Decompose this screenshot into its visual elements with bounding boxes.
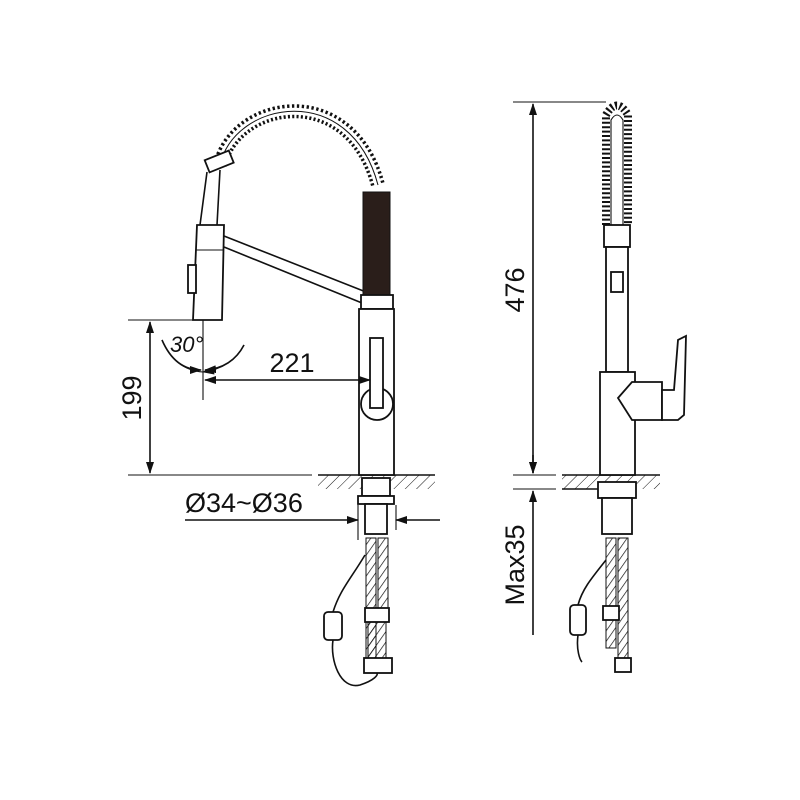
hose-collar	[203, 149, 235, 174]
dark-coil-section	[362, 191, 391, 297]
dim-hole-diameter: Ø34~Ø36	[185, 488, 303, 518]
handle-lever	[369, 337, 384, 409]
handle-lever	[661, 334, 687, 421]
control-box	[323, 611, 343, 641]
dim-max-deck-thickness: Max35	[500, 524, 530, 605]
mounting-nut	[601, 497, 633, 535]
front-view: 199 221 30° Ø34~Ø36	[117, 104, 440, 687]
mounting-nut	[357, 495, 395, 505]
supply-hose	[605, 537, 617, 649]
spray-wand	[605, 246, 629, 373]
spring-coil	[602, 101, 632, 225]
spray-head	[192, 224, 225, 321]
dim-angle: 30°	[170, 332, 203, 357]
dim-height-to-spout: 199	[117, 375, 147, 420]
control-box	[569, 604, 587, 636]
side-view: 476 Max35	[500, 101, 687, 673]
spring-coil	[213, 104, 385, 187]
dim-total-height: 476	[500, 267, 530, 312]
dim-reach: 221	[269, 348, 314, 378]
